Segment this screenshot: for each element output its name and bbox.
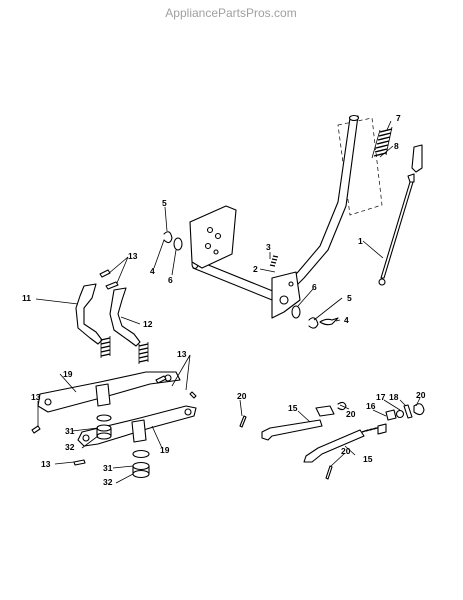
- callout-19-lower: 19: [160, 445, 170, 455]
- small-spring: [269, 255, 279, 267]
- lower-control-rod: [303, 423, 387, 463]
- upper-washer-nut: [96, 414, 112, 440]
- callout-6-right: 6: [312, 282, 317, 292]
- mounting-plate: [189, 205, 237, 269]
- handle-grip-area: [337, 117, 383, 216]
- left-lift-link: [75, 283, 111, 358]
- callout-31-upper: 31: [65, 426, 75, 436]
- right-lift-link: [109, 287, 149, 364]
- top-clips: [99, 269, 119, 290]
- callout-15-upper: 15: [288, 403, 298, 413]
- callout-4-right: 4: [344, 315, 349, 325]
- callout-32-lower: 32: [103, 477, 113, 487]
- callout-17: 17: [376, 392, 386, 402]
- lower-clips: [31, 375, 197, 466]
- callout-5-right: 5: [347, 293, 352, 303]
- right-bushing: [291, 305, 319, 329]
- callout-20-middle: 20: [346, 409, 356, 419]
- callout-5-left: 5: [162, 198, 167, 208]
- right-cotter-pin: [319, 317, 339, 326]
- callout-15-lower: 15: [363, 454, 373, 464]
- callout-31-lower: 31: [103, 463, 113, 473]
- callout-13-right: 13: [177, 349, 187, 359]
- left-bushing: [163, 231, 183, 251]
- callout-7: 7: [396, 113, 401, 123]
- callout-20-right: 20: [416, 390, 426, 400]
- callout-13-top: 13: [128, 251, 138, 261]
- upper-control-rod: [261, 405, 335, 441]
- callout-labels: 1 2 3 4 4 5 5 6 6 7 8 11 12 13 13 13 13 …: [22, 113, 426, 487]
- callout-3: 3: [266, 242, 271, 252]
- callout-2: 2: [253, 264, 258, 274]
- callout-4-left: 4: [150, 266, 155, 276]
- callout-19-upper: 19: [63, 369, 73, 379]
- callout-1: 1: [358, 236, 363, 246]
- callout-32-upper: 32: [65, 442, 75, 452]
- callout-20-left: 20: [237, 391, 247, 401]
- handle-knob: [411, 144, 423, 173]
- callout-16: 16: [366, 401, 376, 411]
- callout-13-bottom: 13: [41, 459, 51, 469]
- lower-lift-bracket: [77, 405, 197, 447]
- lower-washer-nut: [132, 449, 150, 479]
- watermark: AppliancePartsPros.com: [165, 6, 296, 20]
- upper-lift-bracket: [37, 371, 181, 413]
- callout-20-lower: 20: [341, 446, 351, 456]
- grip-spring: [371, 126, 393, 159]
- callout-11: 11: [22, 293, 31, 303]
- callout-13-left: 13: [31, 392, 41, 402]
- leader-lines: [35, 120, 421, 484]
- lift-rod: [378, 173, 415, 286]
- rod-end-hardware: [385, 404, 413, 421]
- callout-8: 8: [394, 141, 399, 151]
- callout-18: 18: [389, 392, 399, 402]
- callout-6-left: 6: [168, 275, 173, 285]
- callout-12: 12: [143, 319, 153, 329]
